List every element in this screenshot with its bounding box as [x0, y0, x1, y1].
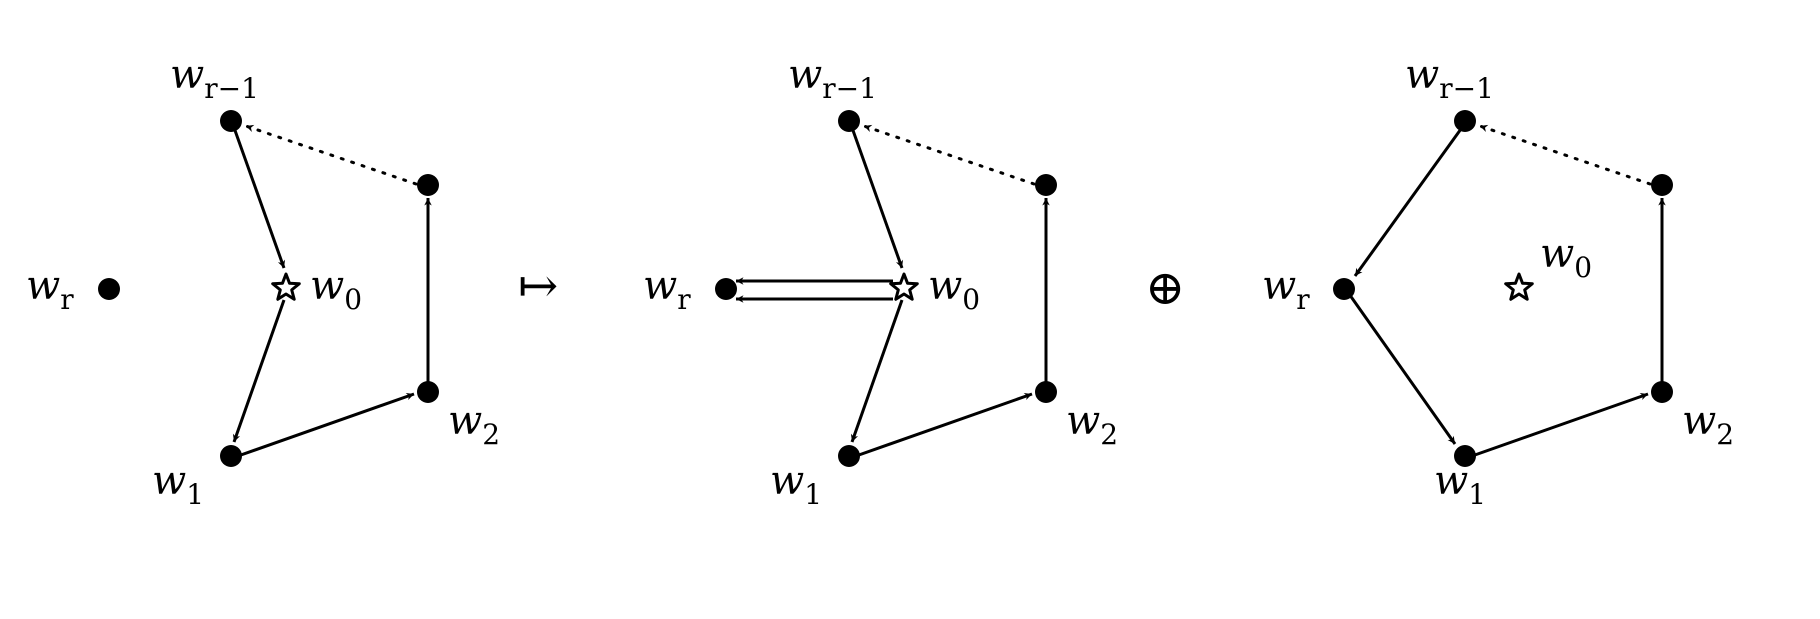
- vertex-wr: [715, 278, 737, 300]
- dotted-edge: [862, 124, 1036, 186]
- label-wr1: wr−1: [788, 52, 877, 105]
- diagram-1: wr wr−1 w0 w1 w2: [26, 52, 500, 511]
- vertex-w2: [1035, 381, 1057, 403]
- edge-w1-to-w2: [855, 392, 1033, 458]
- oplus-symbol: ⊕: [1145, 260, 1185, 316]
- edge-wr1-to-w0: [848, 121, 904, 269]
- star-w0: [889, 272, 919, 301]
- label-w1: w1: [1434, 458, 1486, 511]
- label-w0: w0: [310, 263, 362, 316]
- label-w1: w1: [152, 458, 204, 511]
- label-wr: wr: [643, 263, 691, 316]
- label-wr: wr: [1262, 263, 1310, 316]
- vertex-w1: [1454, 445, 1476, 467]
- edge-w0-to-w1: [232, 299, 286, 443]
- vertex-top-right: [1035, 174, 1057, 196]
- dotted-edge: [244, 124, 418, 186]
- label-w2: w2: [448, 398, 500, 451]
- mapsto-symbol: ↦: [518, 258, 558, 314]
- edge-w1-to-w2: [237, 392, 415, 458]
- vertex-wr1: [220, 110, 242, 132]
- label-w2: w2: [1682, 398, 1734, 451]
- diagram-3: wr wr−1 w0 w1 w2: [1262, 52, 1734, 511]
- label-w2: w2: [1066, 398, 1118, 451]
- vertex-w2: [417, 381, 439, 403]
- edge-w0-to-w1: [850, 299, 904, 443]
- label-wr: wr: [26, 263, 74, 316]
- vertex-wr1: [1454, 110, 1476, 132]
- vertex-w1: [220, 445, 242, 467]
- vertex-top-right: [1651, 174, 1673, 196]
- vertex-wr: [98, 278, 120, 300]
- vertex-w1: [838, 445, 860, 467]
- star-w0: [1504, 272, 1534, 301]
- vertex-w2: [1651, 381, 1673, 403]
- vertex-wr: [1333, 278, 1355, 300]
- label-w0: w0: [928, 263, 980, 316]
- vertex-wr1: [838, 110, 860, 132]
- edge-wr1-to-wr: [1353, 121, 1468, 277]
- edge-wr1-to-w0: [230, 121, 286, 269]
- dotted-edge: [1478, 124, 1652, 186]
- edge-w1-to-w2: [1471, 392, 1649, 458]
- label-w0: w0: [1540, 231, 1592, 284]
- star-w0: [271, 272, 301, 301]
- label-w1: w1: [770, 458, 822, 511]
- label-wr1: wr−1: [170, 52, 259, 105]
- edge-wr-to-w1: [1345, 290, 1457, 445]
- vertex-top-right: [417, 174, 439, 196]
- label-wr1: wr−1: [1405, 52, 1494, 105]
- diagram-2: wr wr−1 w0 w1 w2: [643, 52, 1118, 511]
